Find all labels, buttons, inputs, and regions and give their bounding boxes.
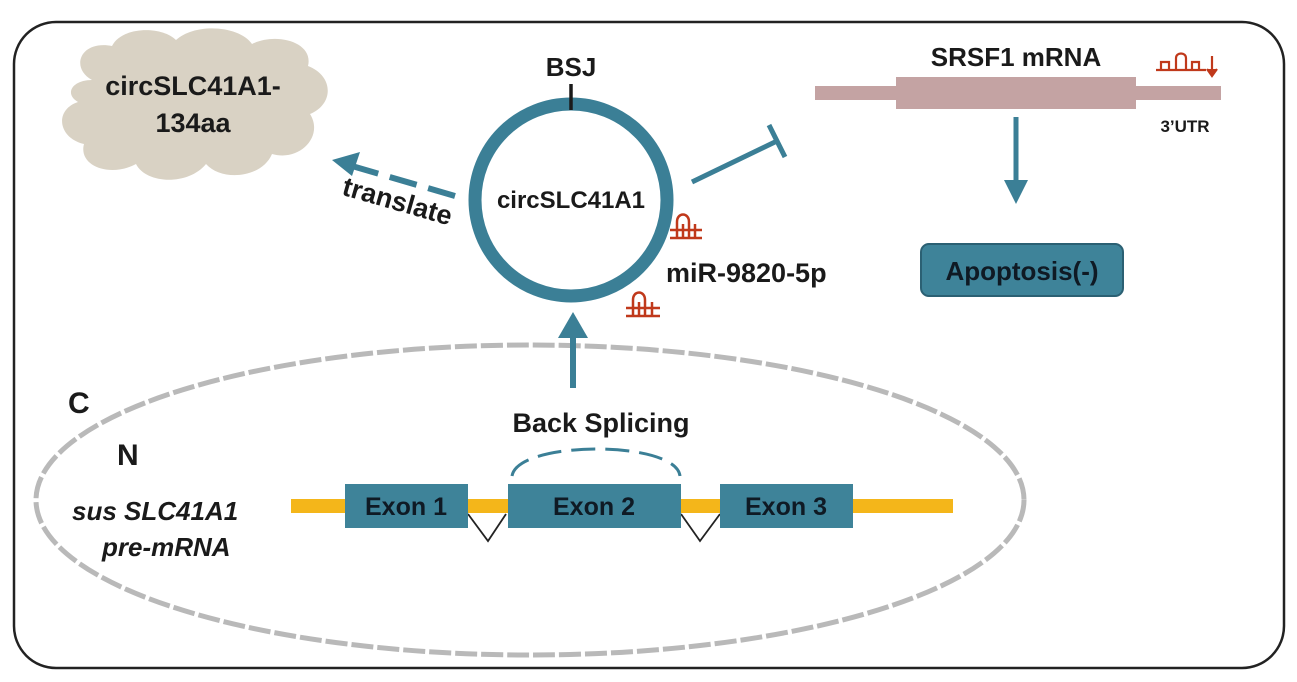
back-splicing-dashed-arc [510,447,682,477]
mirna-glyph-1 [670,213,702,240]
peptide-name-line2: 134aa [155,108,231,138]
pre-mrna-label-line2: pre-mRNA [101,532,231,562]
translate-arrow-head [332,152,360,176]
circrna-label: circSLC41A1 [497,187,645,214]
mirna-glyph-2 [626,291,660,318]
exon-3-label: Exon 3 [745,493,827,521]
exon-1-box [345,484,468,528]
back-splicing-label: Back Splicing [512,408,689,438]
peptide-name-line1: circSLC41A1- [105,71,281,101]
srsf1-mrna-cds [896,77,1136,109]
intron-splice-1 [467,513,507,543]
srsf1-to-apoptosis-arrow-head [1004,180,1028,204]
apoptosis-label: Apoptosis(-) [945,256,1098,286]
apoptosis-box [920,243,1124,297]
intron-splice-2 [680,513,721,543]
utr-mirna-binding-glyph [1156,52,1218,78]
inhibition-line [690,138,779,185]
back-splicing-arrow-head [558,312,588,338]
cell-boundary [12,20,1286,670]
exon-2-box [508,484,681,528]
exon-2-label: Exon 2 [553,493,635,521]
nucleus-label: N [117,439,139,472]
bsj-label: BSJ [546,52,597,82]
cytoplasm-label: C [68,387,90,420]
exon-3-box [720,484,853,528]
translate-arrow [351,163,456,199]
pre-mrna-label-line1: sus SLC41A1 [72,496,238,526]
inhibition-bar [766,123,788,159]
mirna-label: miR-9820-5p [666,258,827,288]
peptide-cloud [62,28,328,180]
utr-label: 3’UTR [1160,117,1209,136]
srsf1-mrna-label: SRSF1 mRNA [931,42,1102,72]
exon-1-label: Exon 1 [365,493,447,521]
nucleus-membrane [33,342,1027,658]
